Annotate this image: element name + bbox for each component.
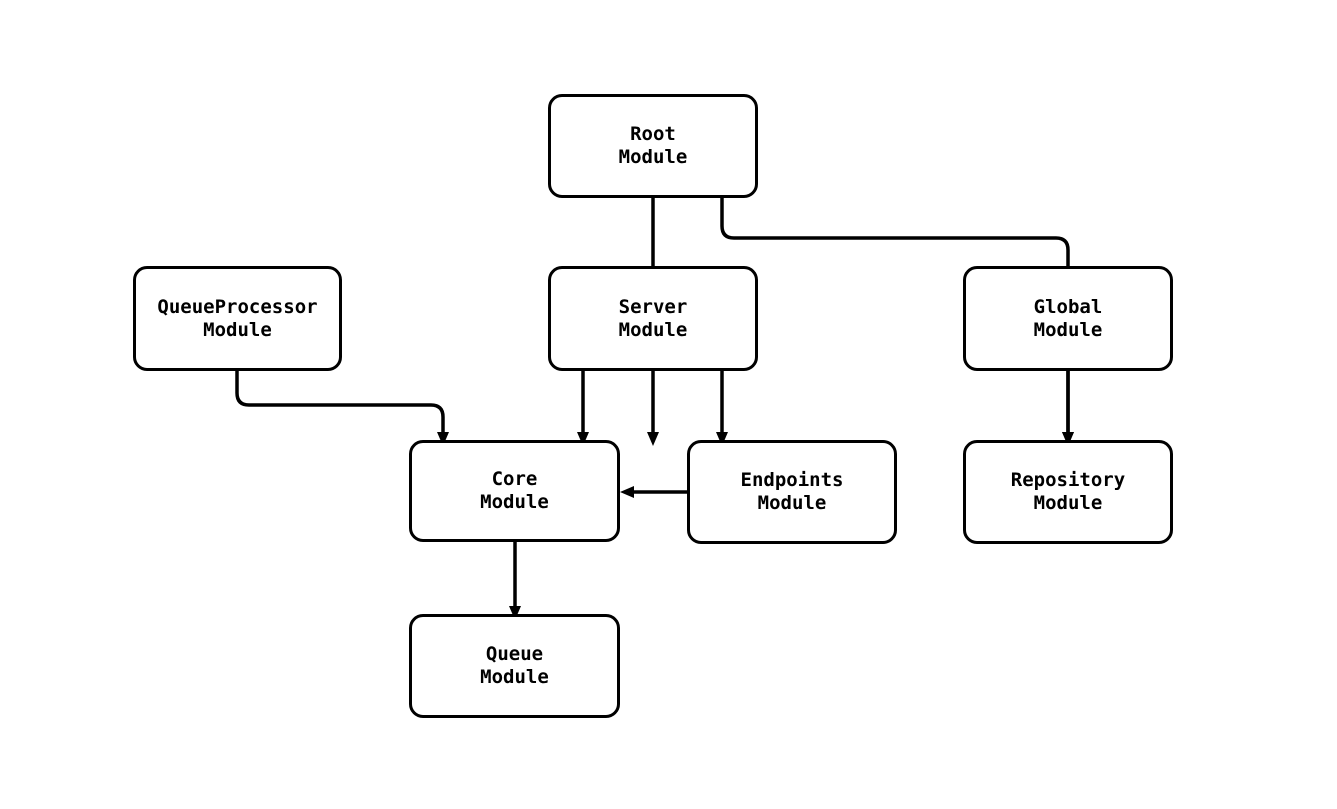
node-root-module-line2: Module (618, 146, 688, 168)
node-queueprocessor-module-line1: QueueProcessor (157, 295, 318, 318)
node-core-module-line2: Module (480, 491, 549, 513)
node-endpoints-module[interactable]: Endpoints Module (687, 440, 897, 544)
node-server-module-line1: Server (618, 295, 688, 318)
edge-queueprocessor-to-core (235, 371, 449, 446)
node-global-module[interactable]: Global Module (963, 266, 1173, 371)
edge-root-to-global (720, 198, 1074, 446)
node-core-module[interactable]: Core Module (409, 440, 620, 542)
node-queueprocessor-module-line2: Module (203, 318, 272, 341)
node-queueprocessor-module[interactable]: QueueProcessor Module (133, 266, 342, 371)
node-root-module[interactable]: Root Module (548, 94, 758, 198)
node-repository-module-line2: Module (1033, 492, 1103, 514)
node-root-module-line1: Root (630, 123, 676, 145)
node-repository-module[interactable]: Repository Module (963, 440, 1173, 544)
node-core-module-line1: Core (491, 468, 538, 490)
node-queue-module-line1: Queue (485, 643, 544, 665)
node-server-module-line2: Module (618, 318, 688, 341)
node-queue-module-line2: Module (480, 666, 549, 688)
node-queue-module[interactable]: Queue Module (409, 614, 620, 718)
node-endpoints-module-line1: Endpoints (740, 469, 844, 491)
node-global-module-line1: Global (1033, 295, 1103, 318)
node-repository-module-line1: Repository (1010, 469, 1126, 491)
node-server-module[interactable]: Server Module (548, 266, 758, 371)
node-endpoints-module-line2: Module (757, 492, 827, 514)
node-global-module-line2: Module (1033, 318, 1103, 341)
